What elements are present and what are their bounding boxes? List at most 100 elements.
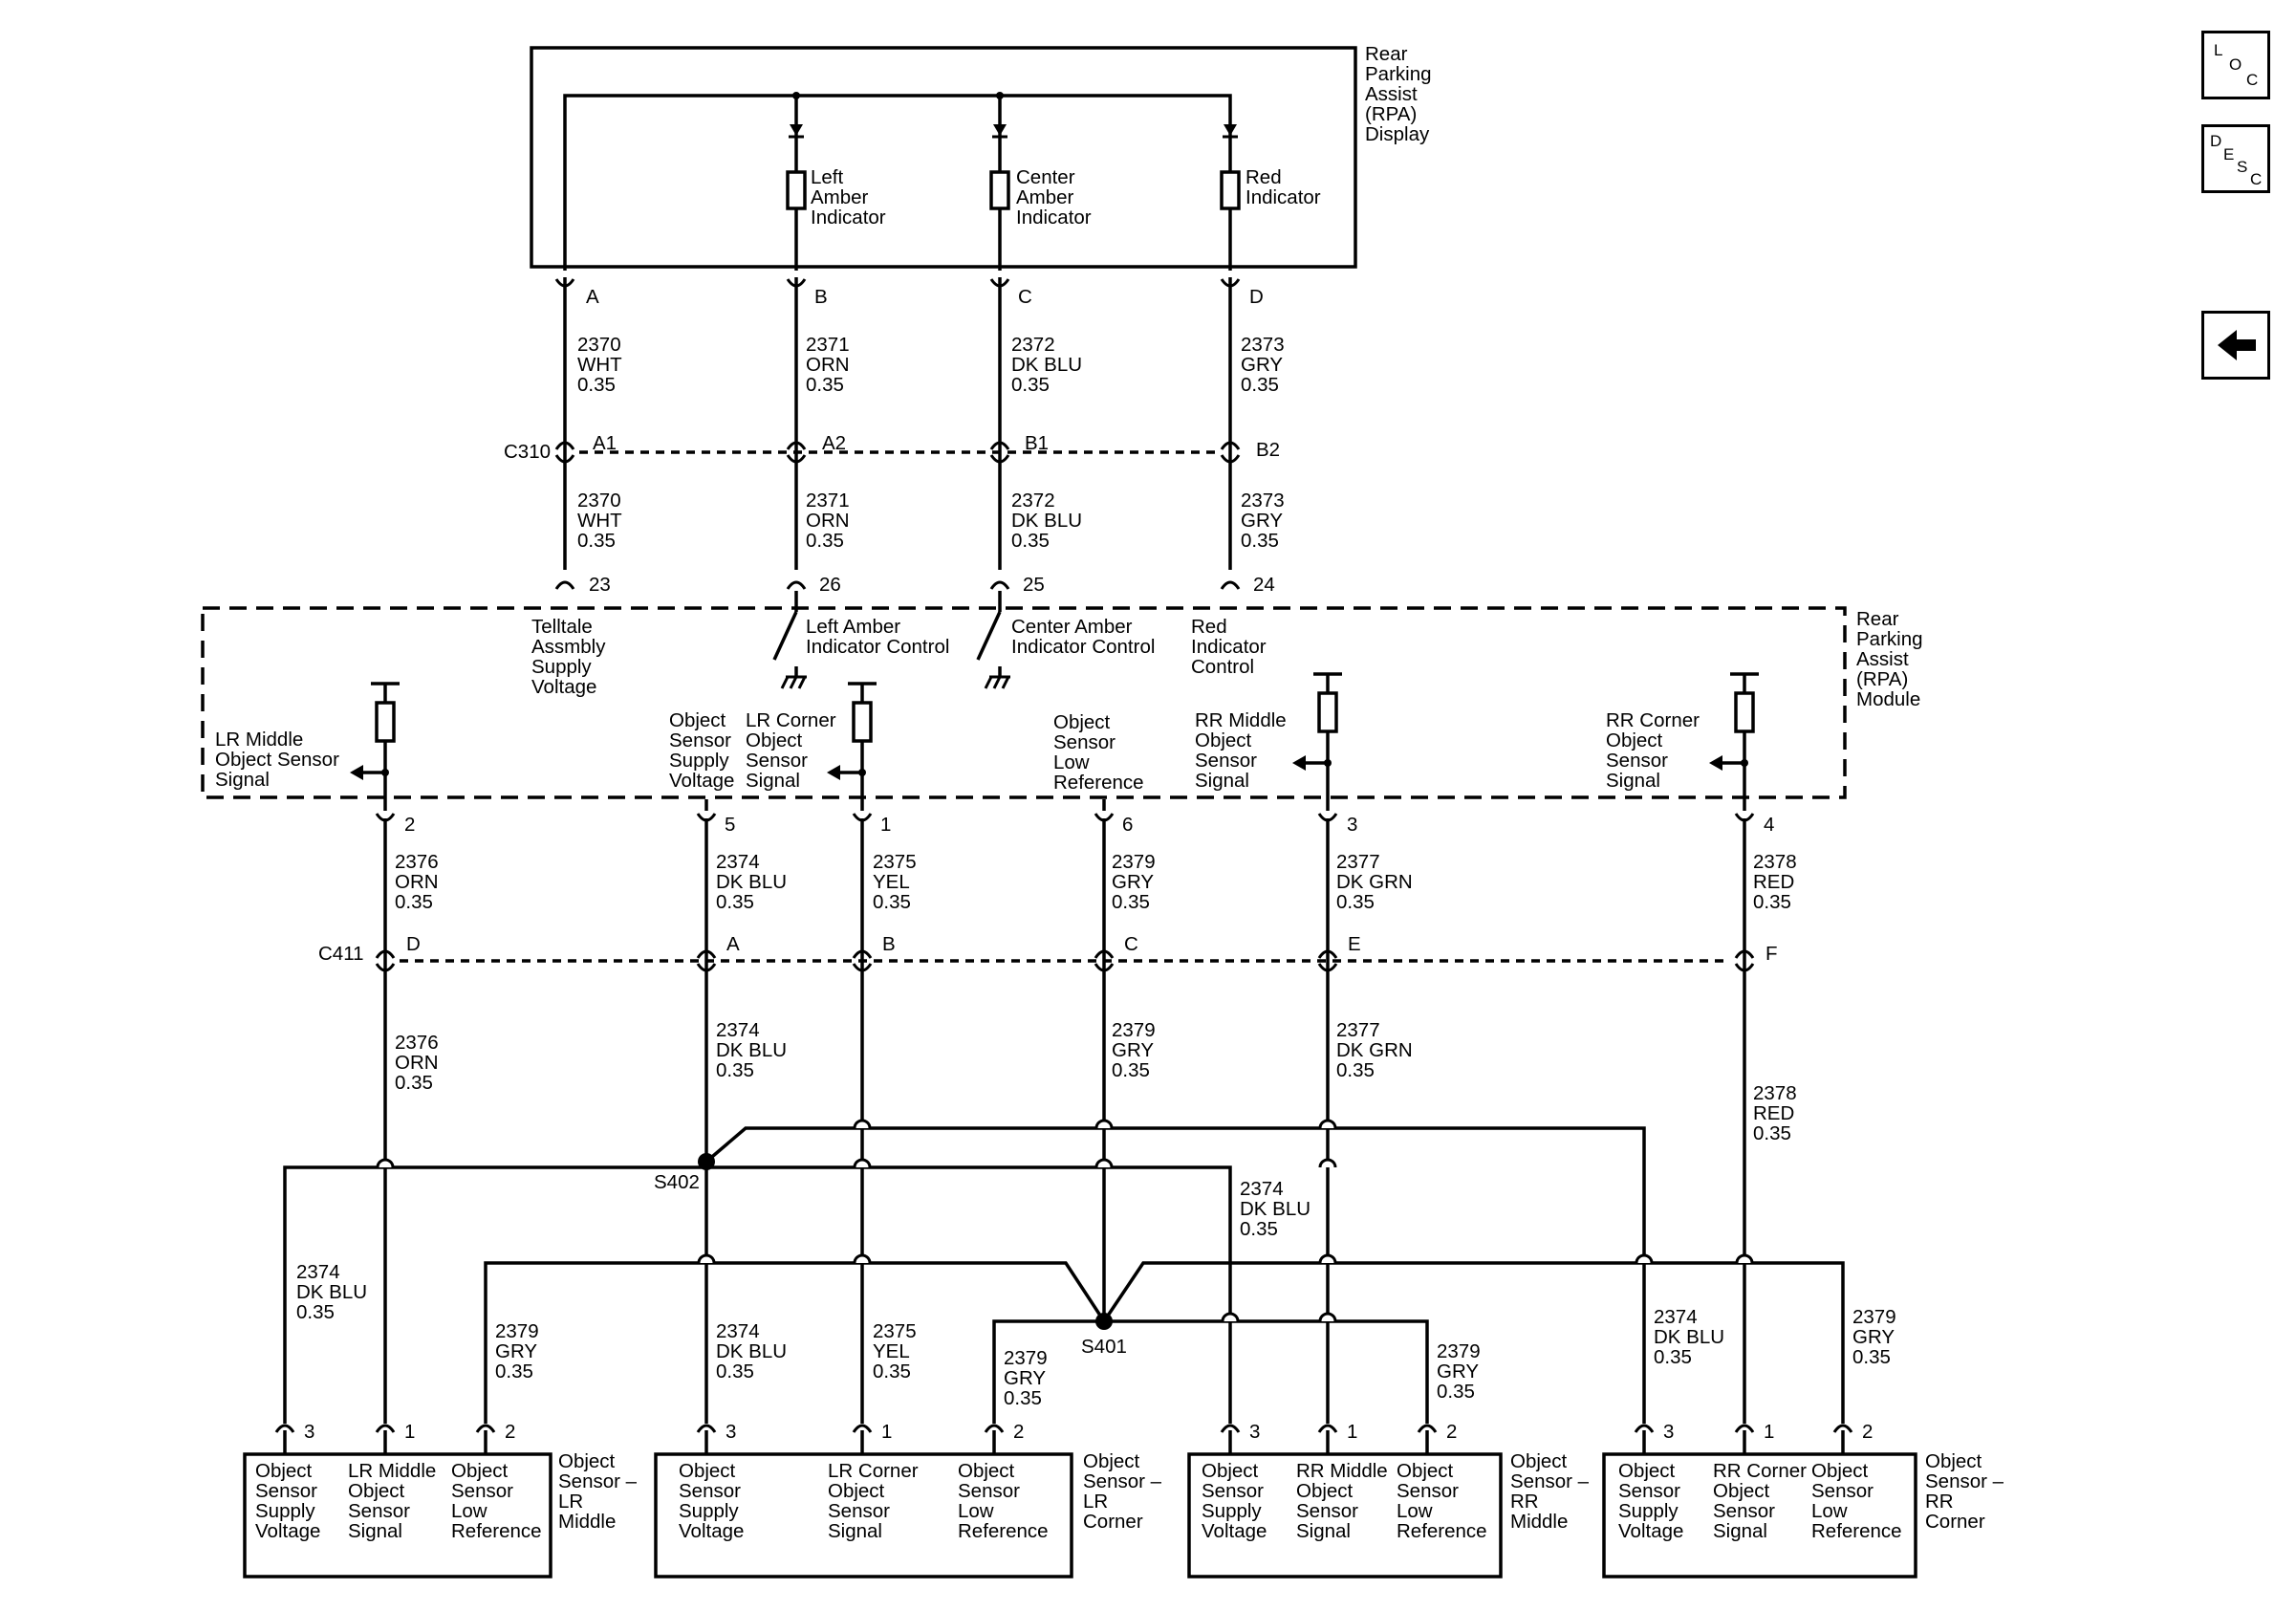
c411-pin: A xyxy=(726,933,740,955)
display-pin-d: D xyxy=(1249,286,1264,308)
desc-letter-c: C xyxy=(2250,170,2263,188)
loc-letter-o: O xyxy=(2229,55,2242,74)
display-pin-c: C xyxy=(1018,286,1032,308)
rpa-module-box xyxy=(201,606,1847,799)
desc-button[interactable]: D E S C xyxy=(2201,124,2270,193)
desc-letter-s: S xyxy=(2237,158,2248,176)
module-pin: 25 xyxy=(1023,574,1045,596)
sensor-pin: 2 xyxy=(1446,1421,1457,1443)
module-pin: 24 xyxy=(1253,574,1275,596)
sensor-box-rr-middle xyxy=(1187,1452,1503,1578)
sensor-box-lr-middle xyxy=(243,1452,552,1578)
c310-pin: A2 xyxy=(822,432,846,454)
module-pin: 1 xyxy=(880,814,891,836)
sensor-pin: 3 xyxy=(304,1421,314,1443)
loc-letter-l: L xyxy=(2214,41,2223,59)
sensor-pin: 2 xyxy=(1862,1421,1873,1443)
splice-s402 xyxy=(698,1153,715,1170)
sensor-pin: 2 xyxy=(1013,1421,1024,1443)
rpa-display-box xyxy=(530,46,1357,269)
loc-letter-c: C xyxy=(2246,71,2259,89)
c310-pin: A1 xyxy=(593,432,617,454)
connector-c411-label: C411 xyxy=(318,943,364,965)
sensor-pin: 1 xyxy=(1764,1421,1774,1443)
c411-pin: F xyxy=(1765,943,1778,965)
display-pin-a: A xyxy=(586,286,599,308)
sensor-pin: 1 xyxy=(1347,1421,1357,1443)
arrow-left-icon xyxy=(2218,330,2256,360)
module-pin: 23 xyxy=(589,574,611,596)
left-amber-indicator-label: Left Amber Indicator xyxy=(811,166,886,229)
module-pin: 5 xyxy=(725,814,735,836)
module-pin: 26 xyxy=(819,574,841,596)
module-pin: 3 xyxy=(1347,814,1357,836)
sensor-pin: 3 xyxy=(726,1421,736,1443)
c411-pin: C xyxy=(1124,933,1138,955)
module-label: Rear Parking Assist (RPA) Module xyxy=(1856,608,1928,710)
loc-button[interactable]: L O C xyxy=(2201,31,2270,99)
desc-letter-d: D xyxy=(2210,132,2222,150)
c310-pin: B1 xyxy=(1025,432,1049,454)
display-pin-b: B xyxy=(814,286,828,308)
c411-pin: D xyxy=(406,933,421,955)
c411-pin: B xyxy=(882,933,896,955)
diode-icon xyxy=(787,122,1240,139)
sensor-pin: 1 xyxy=(404,1421,415,1443)
module-pin: 2 xyxy=(404,814,415,836)
c411-pin: E xyxy=(1348,933,1361,955)
sensor-pin: 2 xyxy=(505,1421,515,1443)
splice-s402-label: S402 xyxy=(654,1171,700,1193)
back-button[interactable] xyxy=(2201,311,2270,380)
center-amber-indicator-label: Center Amber Indicator xyxy=(1016,166,1092,229)
red-indicator-label: Red Indicator xyxy=(1245,166,1321,208)
module-pin: 4 xyxy=(1764,814,1774,836)
